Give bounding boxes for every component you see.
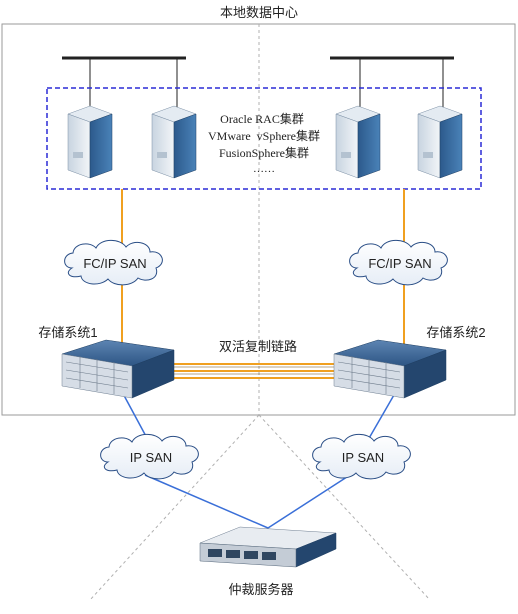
- quorum-server-label: 仲裁服务器: [228, 582, 293, 597]
- network-bus-left: [62, 56, 186, 110]
- cluster-labels: Oracle RAC集群 VMware vSphere集群 FusionSphe…: [208, 111, 320, 175]
- ip-san-left-label: IP SAN: [130, 450, 172, 465]
- tower-server-2: [151, 105, 197, 179]
- datacenter-title: 本地数据中心: [220, 5, 298, 20]
- fc-ip-san-right-label: FC/IP SAN: [368, 256, 431, 271]
- fc-links: [121, 189, 405, 350]
- cluster-label-vmware: VMware vSphere集群: [208, 128, 320, 143]
- cloud-fc-ip-san-left: FC/IP SAN: [64, 239, 163, 286]
- ip-san-right-label: IP SAN: [342, 450, 384, 465]
- storage-system-1: [61, 339, 175, 399]
- network-bus-right: [330, 56, 454, 110]
- tower-server-4: [417, 105, 463, 179]
- storage-system-2: [333, 339, 447, 399]
- tower-server-1: [67, 105, 113, 179]
- separator-lines: [89, 24, 431, 601]
- storage-system-1-label: 存储系统1: [38, 325, 97, 340]
- tower-server-3: [335, 105, 381, 179]
- cluster-label-ellipsis: ……: [253, 163, 275, 175]
- replication-link-lines: [172, 363, 340, 379]
- cluster-label-oracle: Oracle RAC集群: [220, 111, 304, 126]
- server-group-box: [46, 87, 482, 190]
- storage-system-2-label: 存储系统2: [426, 325, 485, 340]
- cloud-ip-san-right: IP SAN: [312, 433, 411, 480]
- fc-ip-san-left-label: FC/IP SAN: [83, 256, 146, 271]
- cluster-label-fusionsphere: FusionSphere集群: [219, 145, 309, 160]
- quorum-server: [199, 526, 337, 568]
- replication-link-lines-dark: [172, 366, 340, 375]
- replication-link-label: 双活复制链路: [219, 339, 297, 354]
- cloud-ip-san-left: IP SAN: [100, 433, 199, 480]
- cloud-fc-ip-san-right: FC/IP SAN: [349, 239, 448, 286]
